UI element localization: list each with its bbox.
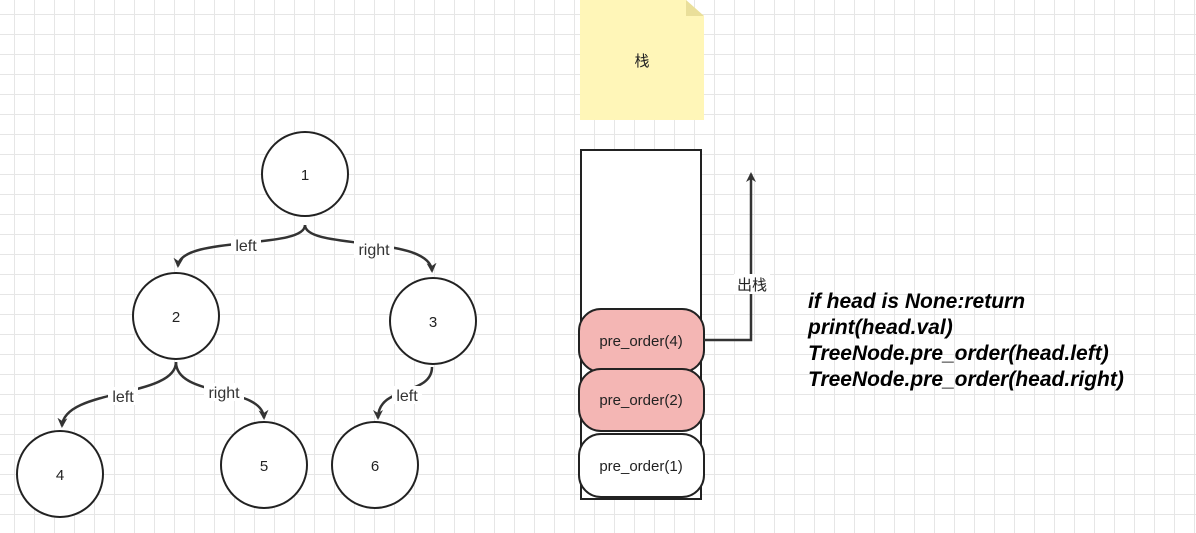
stack-note: 栈 <box>580 0 704 120</box>
stack-frame-bottom[interactable]: pre_order(1) <box>578 433 705 498</box>
tree-node-5-label: 5 <box>260 458 268 475</box>
edge-3-6: left <box>373 366 434 420</box>
edge-1-3: right <box>303 224 437 273</box>
code-line-3: TreeNode.pre_order(head.left) <box>808 342 1109 365</box>
edge-label-2-5: right <box>208 385 240 402</box>
code-block: if head is None:return print(head.val) T… <box>807 290 1124 391</box>
edge-2-5: right <box>174 361 269 420</box>
edge-label-2-4: left <box>112 389 134 406</box>
stack-frame-bottom-label: pre_order(1) <box>599 458 682 475</box>
code-line-2: print(head.val) <box>807 316 953 339</box>
edge-label-1-3: right <box>358 242 390 259</box>
tree-edges: left right left right left <box>57 224 437 428</box>
pop-label: 出栈 <box>737 276 767 294</box>
code-line-1: if head is None:return <box>808 290 1025 313</box>
tree-node-6-label: 6 <box>371 458 379 475</box>
edge-2-4: left <box>57 361 178 428</box>
code-line-4: TreeNode.pre_order(head.right) <box>808 368 1124 391</box>
edge-1-2: left <box>173 224 307 268</box>
stack-frames: pre_order(4) pre_order(2) pre_order(1) <box>578 308 705 498</box>
tree-node-1-label: 1 <box>301 167 309 184</box>
tree-nodes: 1 2 3 4 5 6 <box>16 131 477 518</box>
tree-node-6: 6 <box>331 421 419 509</box>
stack-frame-top[interactable]: pre_order(4) <box>578 308 705 373</box>
tree-node-4: 4 <box>16 430 104 518</box>
edge-label-1-2: left <box>235 238 257 255</box>
tree-node-3: 3 <box>389 277 477 365</box>
tree-node-4-label: 4 <box>56 467 64 484</box>
edge-label-3-6: left <box>396 388 418 405</box>
tree-node-2-label: 2 <box>172 309 180 326</box>
tree-node-2: 2 <box>132 272 220 360</box>
stack-note-label: 栈 <box>634 52 649 70</box>
stack-frame-middle-label: pre_order(2) <box>599 392 682 409</box>
tree-node-5: 5 <box>220 421 308 509</box>
tree-node-3-label: 3 <box>429 314 437 331</box>
pop-arrow: 出栈 <box>704 172 770 342</box>
stack-frame-middle[interactable]: pre_order(2) <box>578 368 705 432</box>
stack-frame-top-label: pre_order(4) <box>599 333 682 350</box>
tree-node-1: 1 <box>261 131 349 217</box>
